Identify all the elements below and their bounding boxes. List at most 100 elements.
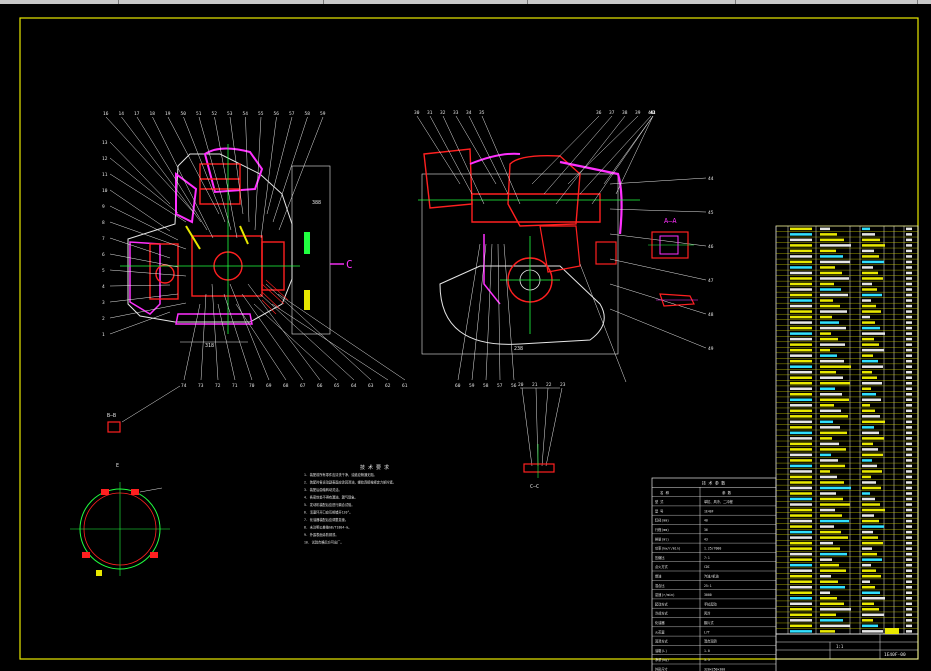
parts-row[interactable] — [790, 574, 912, 578]
part-material-cell — [862, 271, 878, 275]
parts-row[interactable] — [790, 244, 912, 247]
parts-row[interactable] — [790, 365, 912, 368]
parts-row[interactable] — [790, 271, 912, 275]
parts-row[interactable] — [790, 326, 912, 330]
parts-row[interactable] — [790, 497, 912, 501]
part-material-cell — [862, 277, 883, 280]
parts-list-table[interactable] — [775, 225, 919, 635]
parts-row[interactable] — [790, 552, 912, 556]
parts-row[interactable] — [790, 630, 912, 633]
parts-row[interactable] — [790, 541, 912, 545]
parts-row[interactable] — [790, 376, 912, 379]
parts-row[interactable] — [790, 260, 912, 264]
callout-leader — [152, 116, 214, 239]
parts-row[interactable] — [790, 563, 912, 567]
parts-row[interactable] — [790, 470, 912, 473]
view-e-flange[interactable]: E — [70, 463, 170, 576]
parts-row[interactable] — [790, 381, 912, 385]
parts-row[interactable] — [790, 233, 912, 236]
parts-row[interactable] — [790, 442, 912, 446]
parts-row[interactable] — [790, 426, 912, 429]
front-section-view[interactable]: C 388 318 — [120, 144, 353, 349]
part-name-cell — [820, 387, 835, 391]
parts-row[interactable] — [790, 404, 912, 407]
parts-row[interactable] — [790, 315, 912, 319]
parts-row[interactable] — [790, 597, 912, 600]
parts-row[interactable] — [790, 238, 912, 242]
parts-row[interactable] — [790, 370, 912, 374]
parts-row[interactable] — [790, 255, 912, 258]
parts-row[interactable] — [790, 348, 912, 352]
parts-row[interactable] — [790, 585, 912, 589]
part-code-cell — [790, 310, 812, 313]
detail-reed-valve[interactable] — [656, 293, 698, 307]
spec-row-name: 润滑方式 — [655, 639, 669, 644]
parts-row[interactable] — [790, 359, 912, 363]
parts-row[interactable] — [790, 475, 912, 479]
parts-row[interactable] — [790, 619, 912, 622]
parts-row[interactable] — [790, 393, 912, 396]
part-code-cell — [790, 448, 812, 451]
detail-view-bb[interactable]: B—B — [107, 385, 181, 433]
parts-row[interactable] — [790, 530, 912, 534]
parts-row[interactable] — [790, 282, 912, 286]
parts-row[interactable] — [790, 508, 912, 512]
parts-row[interactable] — [790, 431, 912, 435]
parts-row[interactable] — [790, 293, 912, 297]
part-qty-cell — [906, 437, 912, 440]
parts-row[interactable] — [790, 387, 912, 391]
parts-row[interactable] — [790, 514, 912, 517]
title-block[interactable]: 1E40F-00 1:1 — [775, 628, 919, 660]
parts-row[interactable] — [790, 580, 912, 583]
parts-row[interactable] — [790, 486, 912, 490]
callout-leader — [254, 116, 262, 231]
parts-row[interactable] — [790, 569, 912, 572]
parts-row[interactable] — [790, 613, 912, 617]
callout-leader — [609, 258, 707, 281]
parts-row[interactable] — [790, 409, 912, 413]
parts-row[interactable] — [790, 337, 912, 341]
parts-row[interactable] — [790, 354, 912, 357]
parts-row[interactable] — [790, 519, 912, 523]
side-section-view[interactable]: 238 — [418, 148, 640, 355]
parts-row[interactable] — [790, 536, 912, 539]
parts-row[interactable] — [790, 332, 912, 335]
part-code-cell — [790, 608, 812, 611]
parts-row[interactable] — [790, 459, 912, 462]
parts-row[interactable] — [790, 227, 912, 231]
parts-row[interactable] — [790, 437, 912, 440]
parts-row[interactable] — [790, 343, 912, 346]
parts-row[interactable] — [790, 481, 912, 484]
parts-row[interactable] — [790, 464, 912, 468]
parts-row[interactable] — [790, 608, 912, 611]
parts-row[interactable] — [790, 321, 912, 324]
parts-row[interactable] — [790, 398, 912, 402]
parts-row[interactable] — [790, 448, 912, 451]
callout-leader — [183, 116, 226, 223]
part-name-cell — [820, 288, 841, 291]
parts-row[interactable] — [790, 503, 912, 506]
parts-row[interactable] — [790, 547, 912, 550]
parts-row[interactable] — [790, 624, 912, 628]
parts-row[interactable] — [790, 558, 912, 561]
part-name-cell — [820, 574, 831, 578]
parts-row[interactable] — [790, 288, 912, 291]
parts-row[interactable] — [790, 415, 912, 418]
detail-view-cc[interactable]: C—C — [520, 387, 563, 490]
detail-view-aa[interactable]: A—A — [648, 217, 694, 259]
parts-row[interactable] — [790, 266, 912, 269]
parts-row[interactable] — [790, 420, 912, 424]
parts-row[interactable] — [790, 304, 912, 308]
parts-row[interactable] — [790, 299, 912, 302]
callout-number: 37 — [609, 110, 615, 116]
parts-row[interactable] — [790, 492, 912, 495]
parts-row[interactable] — [790, 277, 912, 280]
parts-row[interactable] — [790, 525, 912, 528]
parts-row[interactable] — [790, 310, 912, 313]
parts-row[interactable] — [790, 453, 912, 457]
parts-row[interactable] — [790, 602, 912, 606]
parts-row[interactable] — [790, 591, 912, 595]
parts-row[interactable] — [790, 249, 912, 253]
